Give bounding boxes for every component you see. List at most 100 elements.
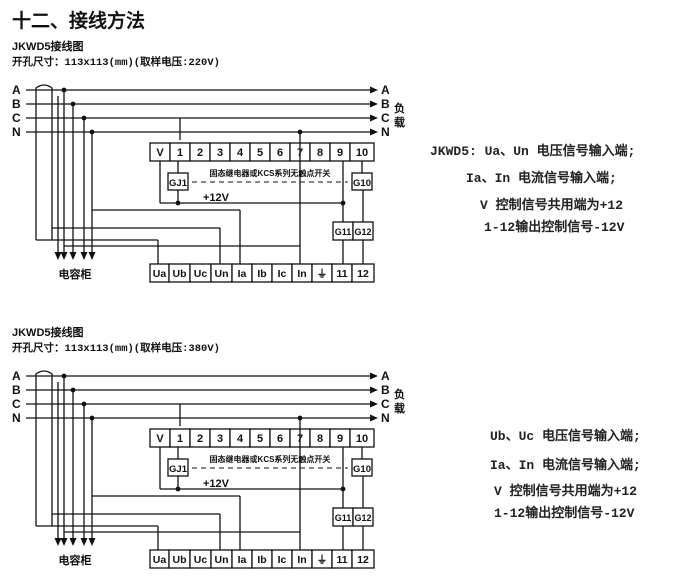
voltage-label: +12V bbox=[203, 478, 230, 490]
top-terminal-label-6: 6 bbox=[277, 147, 283, 159]
line-label-left-a: A bbox=[12, 83, 21, 97]
diagram-2-note-1: Ub、Uc 电压信号输入端; bbox=[490, 429, 641, 444]
top-terminal-label-5: 5 bbox=[257, 433, 263, 445]
top-terminal-label-v: V bbox=[156, 433, 164, 445]
top-terminal-label-3: 3 bbox=[217, 147, 223, 159]
switch-label: 固态继电器或KCS系列无触点开关 bbox=[210, 168, 331, 178]
bottom-terminal-label-9: 11 bbox=[336, 554, 347, 566]
arrow-down-icon bbox=[80, 252, 88, 260]
bottom-terminal-label-2: Uc bbox=[194, 554, 208, 566]
bottom-terminal-label-5: Ib bbox=[257, 554, 266, 566]
arrow-right-icon bbox=[370, 372, 378, 380]
top-terminal-label-v: V bbox=[156, 147, 164, 159]
diagram-1-note-3: V 控制信号共用端为+12 bbox=[480, 198, 624, 213]
top-terminal-label-3: 3 bbox=[217, 433, 223, 445]
arrow-down-icon bbox=[54, 252, 62, 260]
line-label-left-n: N bbox=[12, 411, 21, 425]
bottom-terminal-label-3: Un bbox=[215, 554, 229, 566]
load-label-fu: 负 bbox=[394, 387, 405, 401]
relay-g12-label: G12 bbox=[354, 513, 371, 523]
current-transformer-icon bbox=[35, 370, 53, 382]
top-terminal-label-1: 1 bbox=[177, 147, 183, 159]
arrow-down-icon bbox=[88, 538, 96, 546]
top-terminal-label-10: 10 bbox=[356, 147, 368, 159]
line-label-left-c: C bbox=[12, 397, 21, 411]
arrow-right-icon bbox=[370, 128, 378, 136]
bottom-terminal-label-2: Uc bbox=[194, 268, 208, 280]
capacitor-cabinet-label: 电容柜 bbox=[59, 553, 92, 567]
line-label-left-n: N bbox=[12, 125, 21, 139]
arrow-down-icon bbox=[60, 538, 68, 546]
bottom-terminal-label-1: Ub bbox=[173, 268, 187, 280]
relay-gj1-label: GJ1 bbox=[169, 464, 188, 475]
line-label-right-b: B bbox=[381, 97, 390, 111]
line-label-right-b: B bbox=[381, 383, 390, 397]
diagram-1-schematic: ABCNABCN负载电容柜V12345678910UaUbUcUnIaIbIcI… bbox=[12, 83, 405, 283]
top-terminal-label-4: 4 bbox=[237, 433, 244, 445]
line-label-right-n: N bbox=[381, 411, 390, 425]
arrow-right-icon bbox=[370, 100, 378, 108]
junction-dot bbox=[340, 200, 346, 206]
bottom-terminal-label-3: Un bbox=[215, 268, 229, 280]
load-label-zai: 载 bbox=[394, 401, 405, 415]
top-terminal-label-8: 8 bbox=[317, 147, 323, 159]
junction-dot bbox=[175, 486, 181, 492]
arrow-right-icon bbox=[370, 400, 378, 408]
diagram-1-note-1: JKWD5: Ua、Un 电压信号输入端; bbox=[430, 144, 636, 159]
relay-g10-label: G10 bbox=[353, 464, 371, 475]
voltage-label: +12V bbox=[203, 192, 230, 204]
line-label-right-c: C bbox=[381, 397, 390, 411]
arrow-down-icon bbox=[80, 538, 88, 546]
line-label-right-a: A bbox=[381, 369, 390, 383]
relay-g10-label: G10 bbox=[353, 178, 371, 189]
junction-dot bbox=[297, 129, 303, 135]
bottom-terminal-label-6: Ic bbox=[278, 554, 287, 566]
bottom-terminal-label-8: ⏚ bbox=[317, 268, 328, 280]
diagram-1-title: JKWD5接线图 bbox=[12, 41, 84, 53]
line-label-right-c: C bbox=[381, 111, 390, 125]
line-label-left-b: B bbox=[12, 383, 21, 397]
top-terminal-label-10: 10 bbox=[356, 433, 368, 445]
diagram-2-subtitle: 开孔尺寸：113x113(mm)(取样电压:380V) bbox=[12, 343, 220, 355]
top-terminal-label-9: 9 bbox=[337, 433, 343, 445]
capacitor-cabinet-label: 电容柜 bbox=[59, 267, 92, 281]
bottom-terminal-label-0: Ua bbox=[153, 268, 167, 280]
line-label-right-n: N bbox=[381, 125, 390, 139]
diagram-2-note-2: Ia、In 电流信号输入端; bbox=[490, 458, 641, 473]
arrow-right-icon bbox=[370, 386, 378, 394]
diagram-2-note-4: 1-12输出控制信号-12V bbox=[494, 506, 635, 521]
top-terminal-label-8: 8 bbox=[317, 433, 323, 445]
arrow-down-icon bbox=[69, 252, 77, 260]
junction-dot bbox=[297, 415, 303, 421]
bottom-terminal-label-7: In bbox=[297, 554, 306, 566]
line-label-right-a: A bbox=[381, 83, 390, 97]
diagram-1-subtitle: 开孔尺寸：113x113(mm)(取样电压:220V) bbox=[12, 57, 220, 69]
arrow-down-icon bbox=[69, 538, 77, 546]
bottom-terminal-label-4: Ia bbox=[238, 554, 247, 566]
load-label-zai: 载 bbox=[394, 115, 405, 129]
bottom-terminal-label-5: Ib bbox=[257, 268, 266, 280]
junction-dot bbox=[175, 200, 181, 206]
page-heading: 十二、接线方法 bbox=[12, 10, 146, 32]
top-terminal-label-1: 1 bbox=[177, 433, 183, 445]
top-terminal-label-5: 5 bbox=[257, 147, 263, 159]
bottom-terminal-label-10: 12 bbox=[357, 268, 369, 280]
bottom-terminal-label-8: ⏚ bbox=[317, 554, 328, 566]
top-terminal-label-2: 2 bbox=[197, 147, 203, 159]
bottom-terminal-label-9: 11 bbox=[336, 268, 347, 280]
bottom-terminal-label-10: 12 bbox=[357, 554, 369, 566]
switch-label: 固态继电器或KCS系列无触点开关 bbox=[210, 454, 331, 464]
line-label-left-c: C bbox=[12, 111, 21, 125]
junction-dot bbox=[340, 486, 346, 492]
load-label-fu: 负 bbox=[394, 101, 405, 115]
diagram-2-title: JKWD5接线图 bbox=[12, 327, 84, 339]
arrow-right-icon bbox=[370, 86, 378, 94]
arrow-right-icon bbox=[370, 114, 378, 122]
bottom-terminal-label-4: Ia bbox=[238, 268, 247, 280]
top-terminal-label-4: 4 bbox=[237, 147, 244, 159]
top-terminal-label-9: 9 bbox=[337, 147, 343, 159]
relay-g12-label: G12 bbox=[354, 227, 371, 237]
relay-g11-label: G11 bbox=[335, 513, 352, 523]
